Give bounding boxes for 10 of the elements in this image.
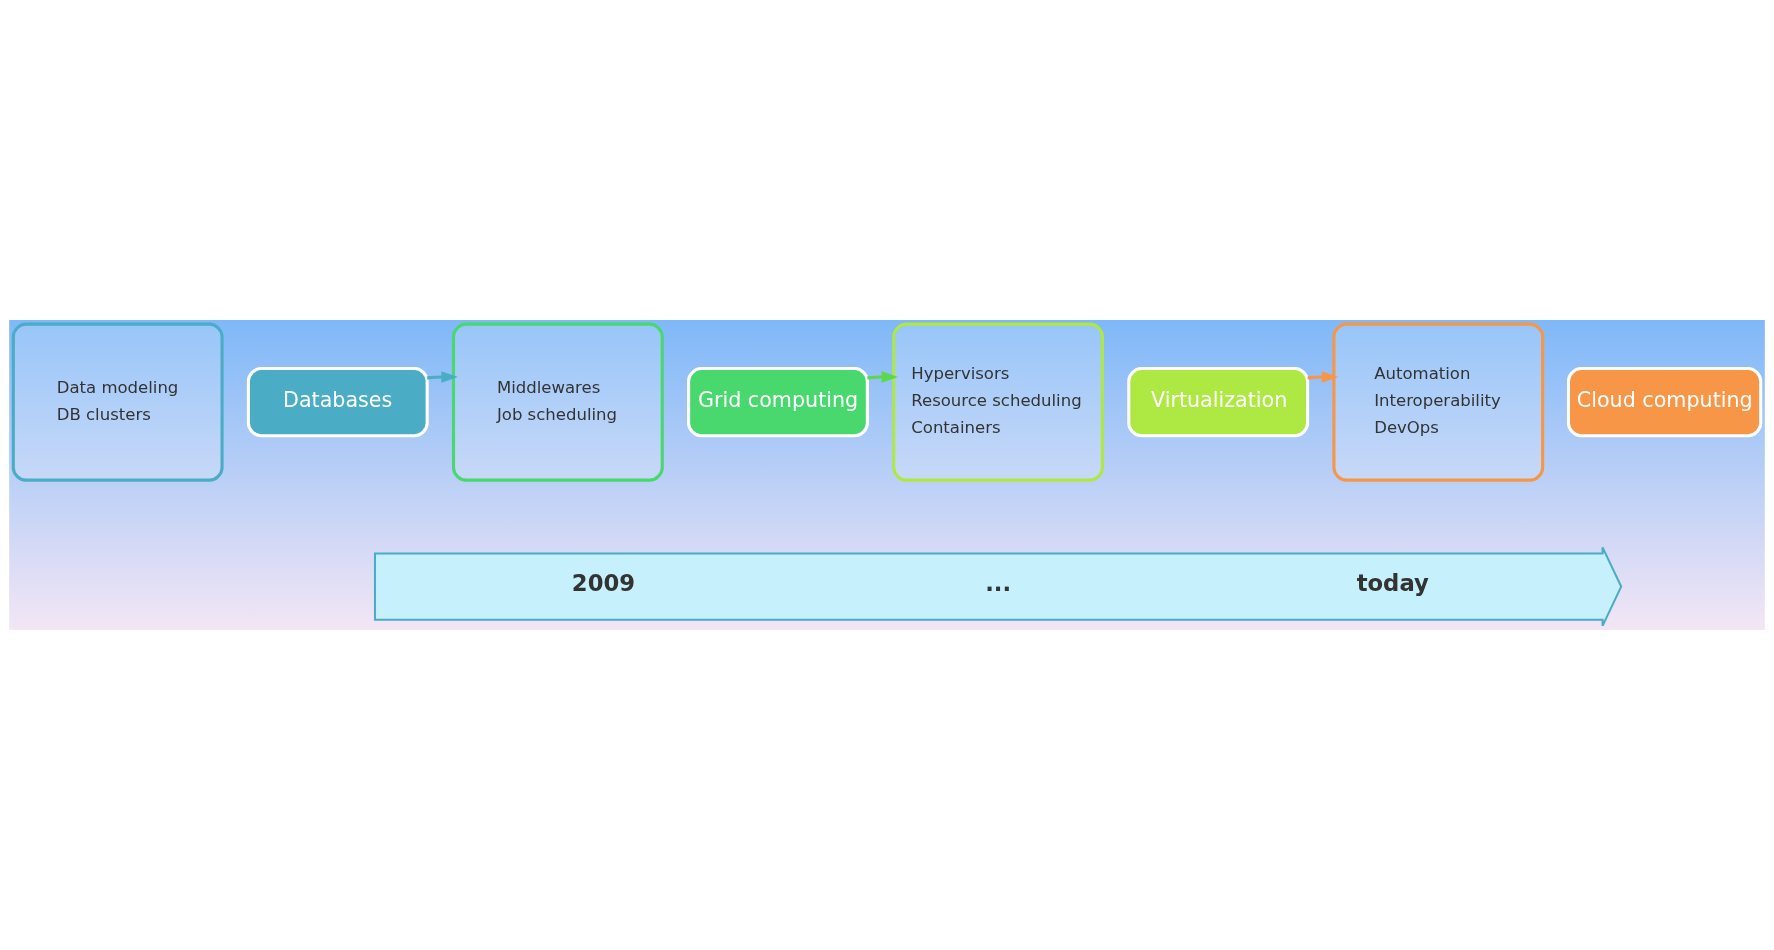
node-box: Data modeling DB clusters xyxy=(11,322,224,482)
node-box: Databases xyxy=(246,367,429,438)
node-box: Hypervisors Resource scheduling Containers xyxy=(892,322,1104,482)
node-box: Automation Interoperability DevOps xyxy=(1332,322,1545,482)
arrow xyxy=(1307,371,1339,383)
node-box: Virtualization xyxy=(1127,367,1310,438)
node-box: Grid computing xyxy=(687,367,869,438)
node-box: Middlewares Job scheduling xyxy=(451,322,664,482)
arrow xyxy=(867,371,899,383)
node-box: Cloud computing xyxy=(1566,367,1763,438)
